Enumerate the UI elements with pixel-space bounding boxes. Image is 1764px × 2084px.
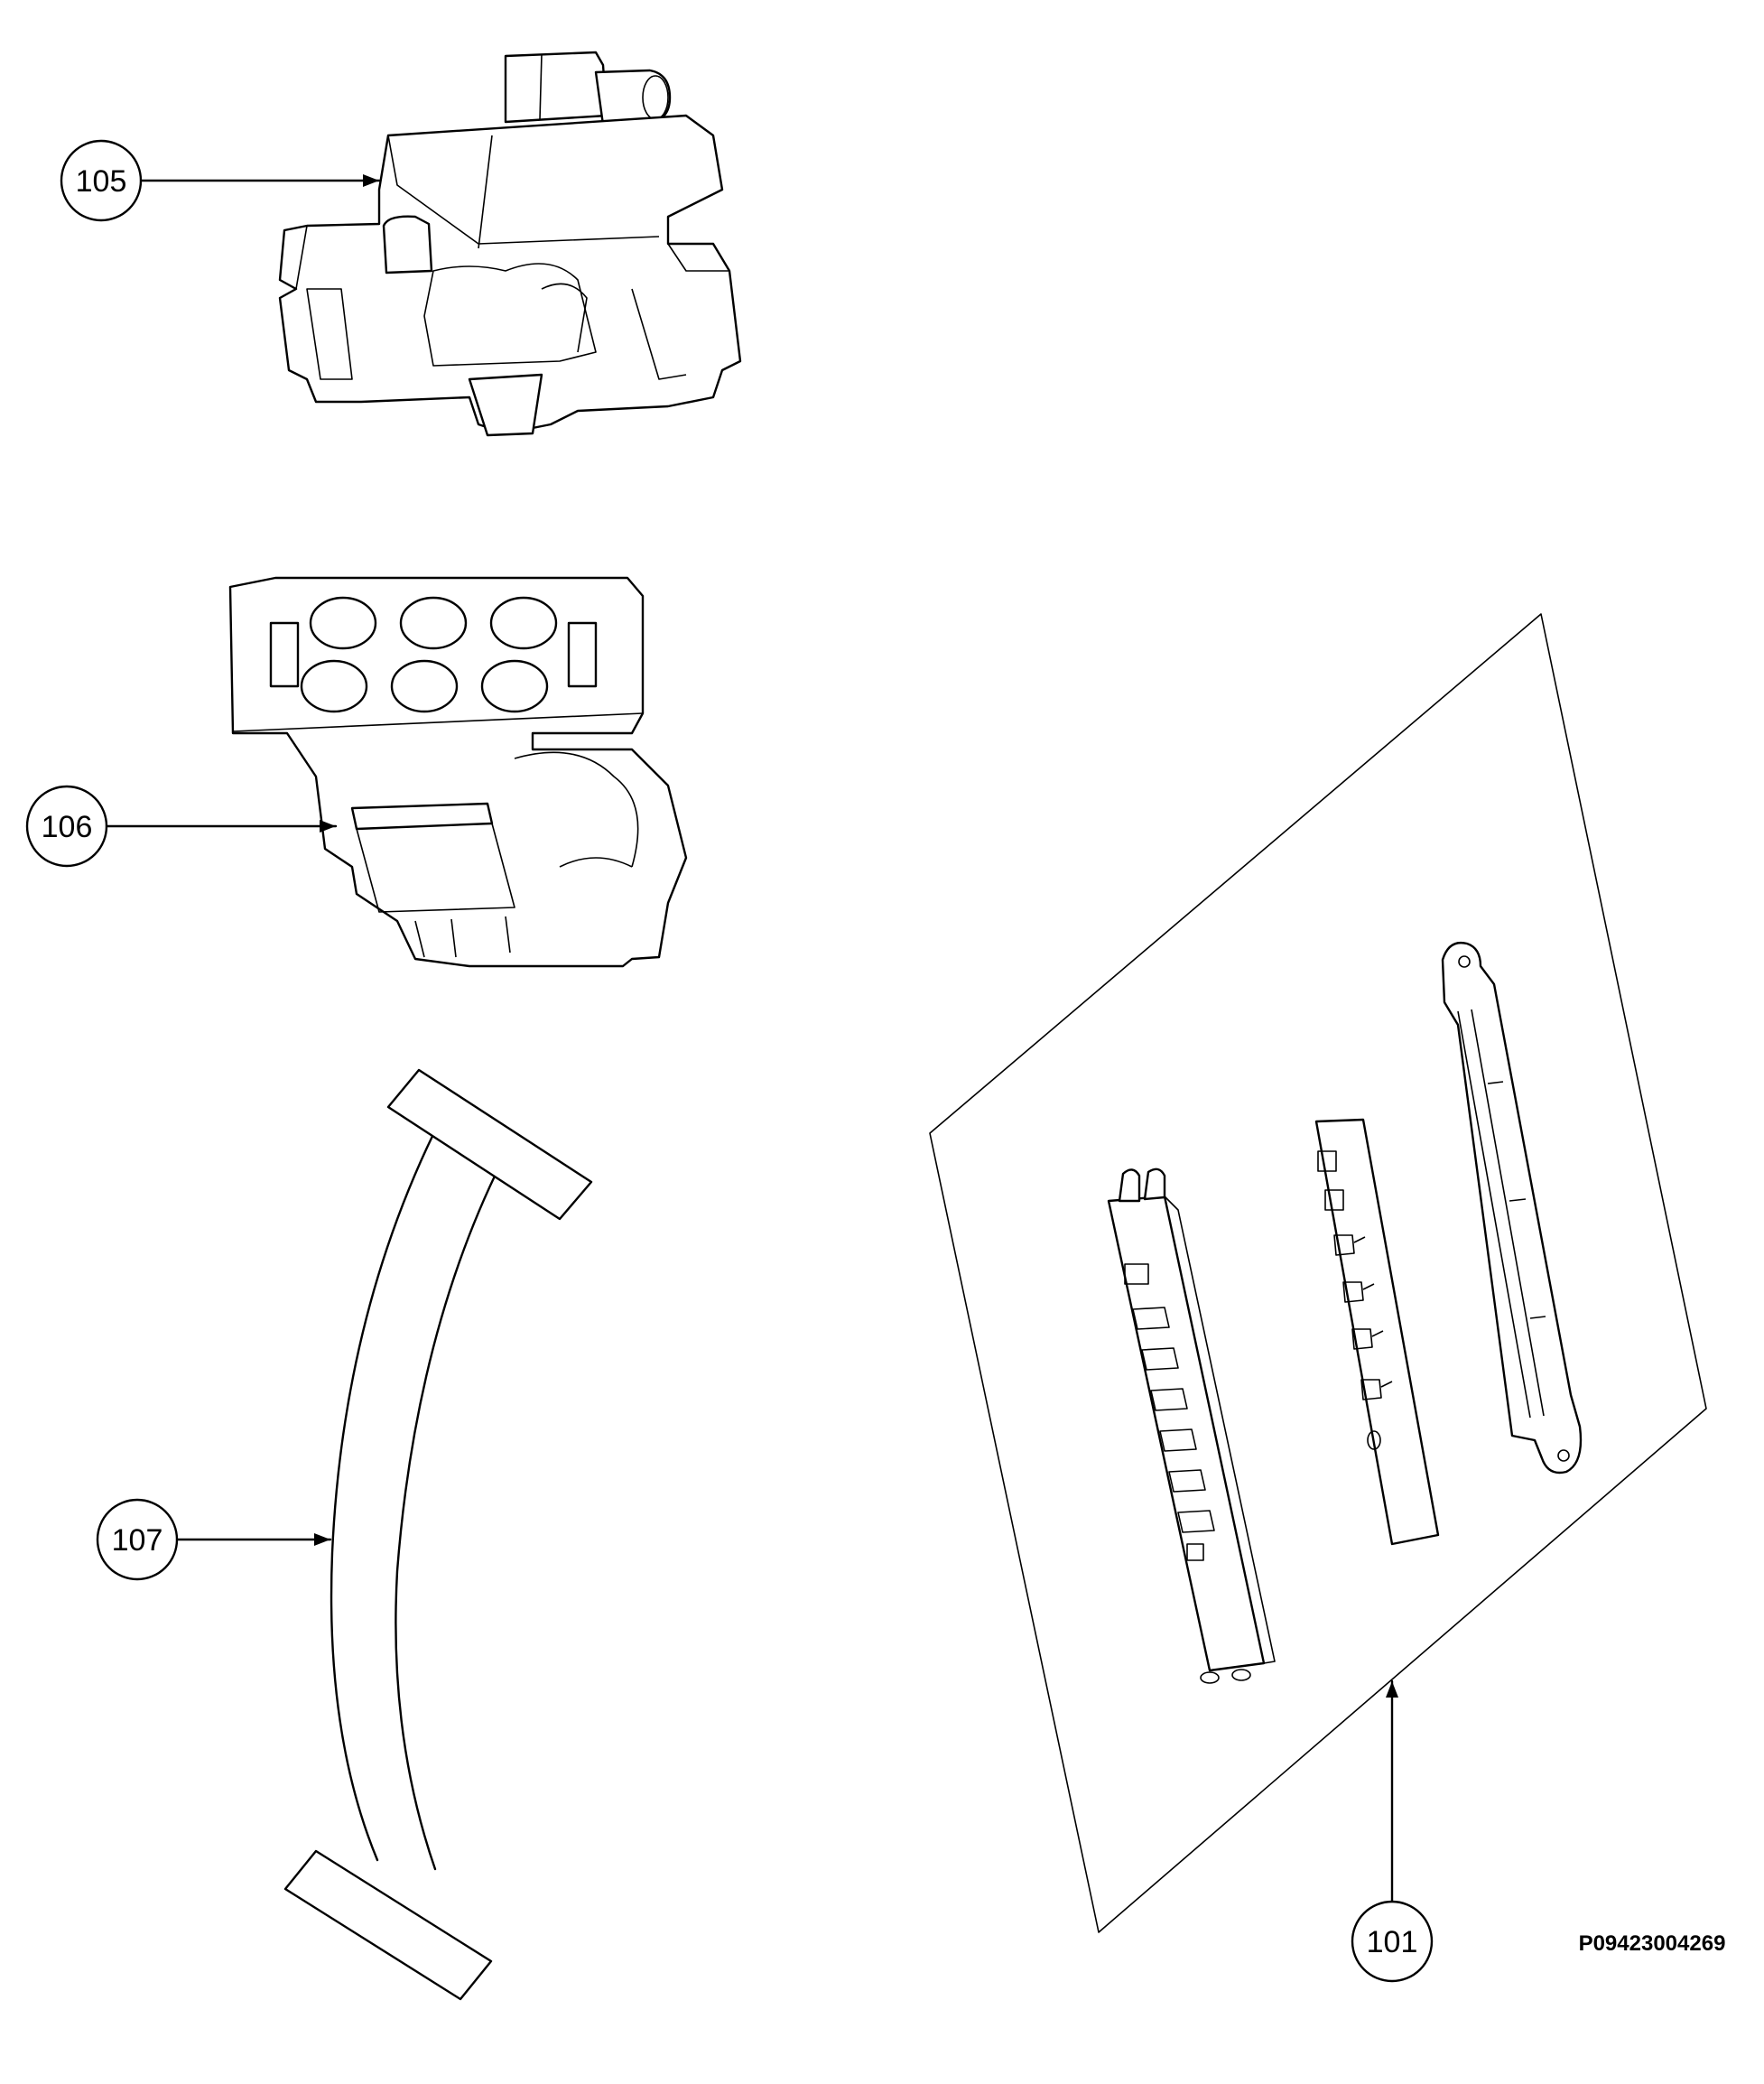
drawing-code: P09423004269 — [1579, 1931, 1726, 1956]
part-106-six-pin-connector — [228, 576, 688, 968]
callout-101: 101 — [1351, 1679, 1434, 1983]
callout-107: 107 — [96, 1498, 332, 1581]
part-107-flat-cable — [283, 1068, 593, 2001]
callout-107-label: 107 — [112, 1523, 163, 1558]
callout-105: 105 — [60, 139, 381, 222]
callout-106-label: 106 — [42, 810, 93, 844]
board-right-bracket — [1441, 941, 1583, 1475]
part-101-control-board-assembly — [929, 613, 1707, 1933]
board-left-switch-strip — [1107, 1168, 1276, 1684]
callout-105-label: 105 — [76, 164, 127, 199]
part-105-housing-clip — [278, 51, 742, 437]
callout-101-label: 101 — [1367, 1925, 1418, 1959]
board-middle-led-strip — [1314, 1118, 1440, 1546]
callout-106: 106 — [25, 785, 338, 868]
